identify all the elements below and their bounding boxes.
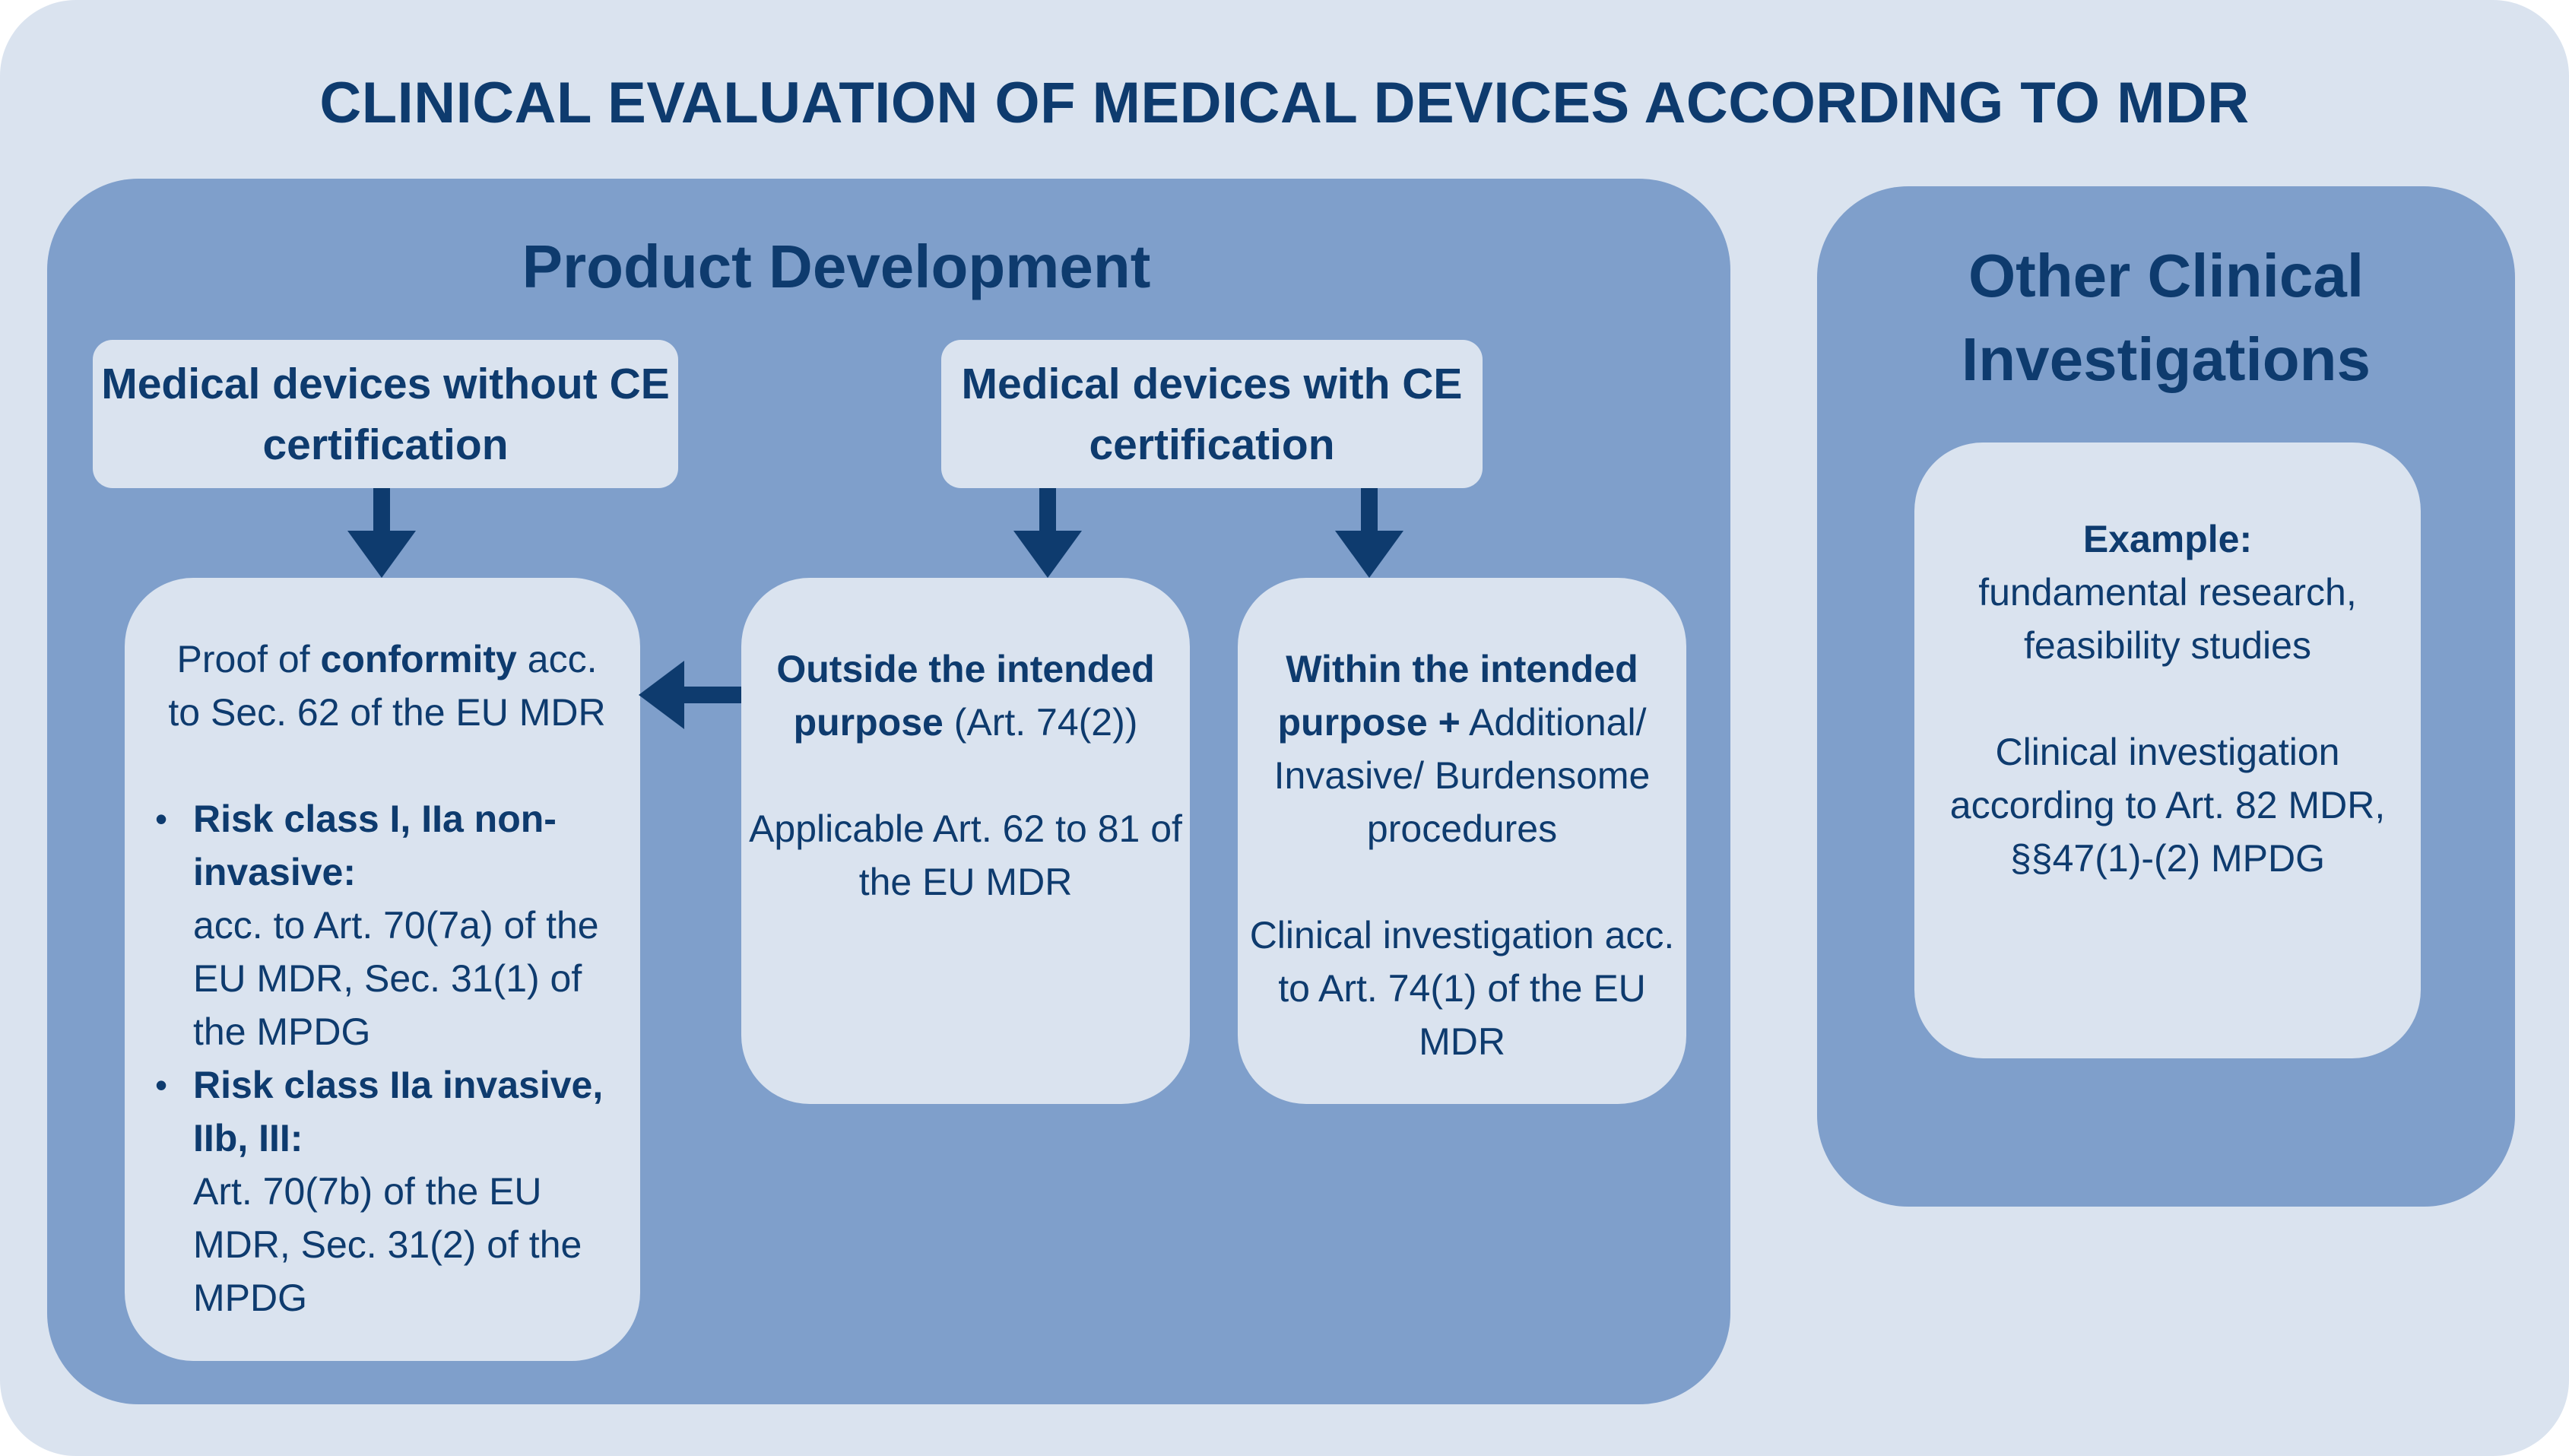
- header-with-ce: Medical devices with CE certification: [941, 340, 1483, 488]
- within-purpose-text: Clinical investigation acc. to Art. 74(1…: [1249, 914, 1675, 1063]
- risk-class-item: • Risk class I, IIa non-invasive: acc. t…: [155, 792, 613, 1058]
- conformity-intro-post: acc. to Sec. 62 of the EU MDR: [168, 638, 606, 734]
- example-label: Example:: [2082, 518, 2253, 560]
- bullet-icon: •: [155, 1065, 168, 1105]
- arrow-left-icon: [639, 661, 741, 729]
- risk-class-title: Risk class IIa invasive, IIb, III:: [193, 1064, 604, 1159]
- risk-class-list: • Risk class I, IIa non-invasive: acc. t…: [155, 792, 613, 1324]
- outside-purpose-ref: (Art. 74(2)): [943, 701, 1138, 744]
- outside-purpose-heading: Outside the intended purpose (Art. 74(2)…: [749, 642, 1182, 749]
- outside-purpose-card: Outside the intended purpose (Art. 74(2)…: [741, 578, 1190, 1104]
- arrow-down-icon: [347, 488, 416, 578]
- bullet-icon: •: [155, 799, 168, 839]
- conformity-intro-bold: conformity: [320, 638, 517, 680]
- clinical-investigation-text: Clinical investigation according to Art.…: [1949, 731, 2386, 880]
- outside-purpose-text: Applicable Art. 62 to 81 of the EU MDR: [749, 807, 1182, 903]
- conformity-intro: Proof of conformity acc. to Sec. 62 of t…: [161, 633, 613, 739]
- outside-purpose-title: Outside the intended purpose: [776, 648, 1155, 744]
- other-clinical-title-text: Other Clinical Investigations: [1962, 242, 2371, 393]
- within-purpose-heading: Within the intended purpose + Additional…: [1245, 642, 1679, 855]
- product-development-title: Product Development: [522, 233, 1151, 300]
- risk-class-text: acc. to Art. 70(7a) of the EU MDR, Sec. …: [193, 904, 599, 1053]
- within-purpose-procedures: Additional/ Invasive/ Burdensome procedu…: [1273, 701, 1651, 850]
- conformity-card: Proof of conformity acc. to Sec. 62 of t…: [125, 578, 640, 1361]
- arrow-down-icon: [1013, 488, 1082, 578]
- risk-class-title: Risk class I, IIa non-invasive:: [193, 798, 557, 893]
- other-clinical-title: Other Clinical Investigations: [1817, 234, 2515, 401]
- risk-class-text: Art. 70(7b) of the EU MDR, Sec. 31(2) of…: [193, 1170, 582, 1319]
- within-purpose-title: Within the intended purpose +: [1277, 648, 1638, 744]
- header-without-ce: Medical devices without CE certification: [93, 340, 678, 488]
- example-text: fundamental research, feasibility studie…: [1978, 571, 2357, 667]
- within-purpose-card: Within the intended purpose + Additional…: [1238, 578, 1686, 1104]
- example-card: Example: fundamental research, feasibili…: [1914, 443, 2421, 1058]
- diagram-title: CLINICAL EVALUATION OF MEDICAL DEVICES A…: [319, 71, 2250, 135]
- risk-class-item: • Risk class IIa invasive, IIb, III: Art…: [155, 1058, 613, 1324]
- conformity-intro-pre: Proof of: [176, 638, 321, 680]
- arrow-down-icon: [1335, 488, 1403, 578]
